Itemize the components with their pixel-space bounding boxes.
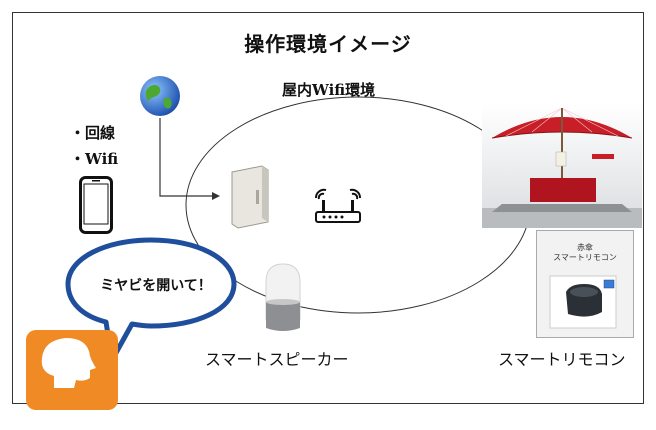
connector-arrowhead: [212, 192, 220, 200]
speech-bubble: [65, 237, 237, 363]
smart-speaker-label: スマートスピーカー: [205, 350, 349, 369]
smartphone-icon: [79, 176, 113, 234]
diagram-title: 操作環境イメージ: [244, 32, 412, 56]
remote-box-caption: 赤傘 スマートリモコン: [553, 243, 617, 262]
smart-speaker-image: [265, 263, 301, 331]
requirement-wifi: ・Wifi: [70, 150, 119, 168]
smart-remote-box: [536, 230, 634, 338]
network-label: 屋内Wifi環境: [282, 81, 376, 99]
speech-bubble-text: ミヤビを開いて！: [100, 278, 212, 294]
globe-to-router-line: [159, 118, 212, 197]
requirement-line: ・回線: [70, 124, 116, 142]
globe-icon: [140, 76, 180, 116]
router-icon: [315, 188, 361, 223]
red-umbrella-image: [482, 104, 642, 228]
smart-remote-label: スマートリモコン: [498, 350, 626, 369]
app-icon: [26, 330, 118, 410]
modem-icon: [231, 165, 269, 229]
